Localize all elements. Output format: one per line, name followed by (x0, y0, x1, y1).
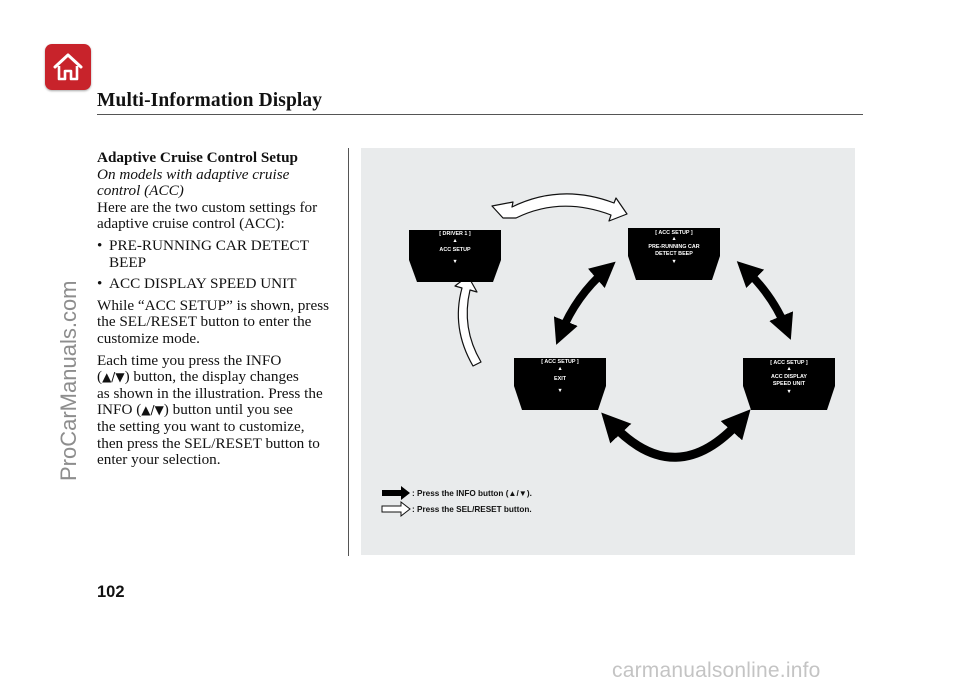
subheading: Adaptive Cruise Control Setup (97, 149, 298, 166)
screen-acc-display-speed-unit: [ ACC SETUP ] ▲ ACC DISPLAY SPEED UNIT ▼ (743, 358, 835, 410)
bullet-dot: • (97, 236, 103, 254)
paragraph-info-button: Each time you press the INFO (▲/▼) butto… (97, 351, 323, 469)
side-watermark: ProCarManuals.com (56, 280, 81, 481)
svg-text:SPEED UNIT: SPEED UNIT (773, 381, 806, 387)
svg-text:EXIT: EXIT (554, 376, 567, 382)
up-down-arrows-icon: ▲/▼ (102, 370, 125, 385)
home-icon (53, 53, 83, 81)
diagram-legend: : Press the INFO button (▲/▼). : Press t… (381, 486, 532, 518)
model-note: On models with adaptive cruise control (… (97, 165, 345, 200)
svg-text:▲: ▲ (452, 238, 457, 244)
page-number: 102 (97, 583, 125, 601)
svg-text:▲: ▲ (786, 366, 791, 372)
info-arrow-upper-right (736, 261, 794, 340)
svg-text:▼: ▼ (671, 259, 676, 265)
svg-text:ACC SETUP: ACC SETUP (439, 247, 471, 253)
bottom-watermark: carmanualsonline.info (612, 659, 821, 682)
model-note-line: control (ACC) (97, 182, 184, 200)
svg-text:DETECT BEEP: DETECT BEEP (655, 251, 693, 257)
bullet-item: • ACC DISPLAY SPEED UNIT (97, 275, 297, 293)
screen-exit: [ ACC SETUP ] ▲ EXIT ▼ (514, 358, 606, 410)
svg-text:[ ACC SETUP ]: [ ACC SETUP ] (655, 230, 693, 236)
up-down-arrows-icon: ▲/▼ (141, 403, 164, 418)
svg-text:PRE-RUNNING CAR: PRE-RUNNING CAR (648, 244, 699, 250)
svg-text:: Press the INFO button (▲/▼).: : Press the INFO button (▲/▼). (412, 489, 532, 498)
sel-reset-arrow-top (491, 193, 628, 222)
paragraph-acc-setup: While “ACC SETUP” is shown, press the SE… (97, 296, 330, 347)
column-divider (348, 148, 349, 556)
svg-text:ACC DISPLAY: ACC DISPLAY (771, 374, 807, 380)
svg-text:▼: ▼ (452, 259, 457, 265)
svg-text:[ DRIVER 1 ]: [ DRIVER 1 ] (439, 231, 471, 237)
screen-driver1: [ DRIVER 1 ] ▲ ACC SETUP ▼ (409, 230, 501, 282)
bullet-dot: • (97, 275, 103, 293)
svg-text:: Press the SEL/RESET button.: : Press the SEL/RESET button. (412, 505, 532, 514)
acc-setup-diagram: [ DRIVER 1 ] ▲ ACC SETUP ▼ [ ACC SETUP ]… (361, 148, 855, 555)
sel-reset-arrow-left (454, 275, 482, 367)
intro-paragraph: Here are the two custom settings for ada… (97, 198, 318, 233)
sel-reset-arrow-legend-icon (381, 500, 411, 518)
svg-text:[ ACC SETUP ]: [ ACC SETUP ] (770, 360, 808, 366)
svg-text:[ ACC SETUP ]: [ ACC SETUP ] (541, 359, 579, 365)
model-note-line: On models with adaptive cruise (97, 165, 290, 183)
header-rule (97, 114, 863, 115)
home-button[interactable] (45, 44, 91, 90)
svg-text:▲: ▲ (671, 236, 676, 242)
info-arrow-bottom (601, 409, 751, 462)
svg-text:▼: ▼ (557, 388, 562, 394)
screen-pre-running-car: [ ACC SETUP ] ▲ PRE-RUNNING CAR DETECT B… (628, 228, 720, 280)
text-column: Adaptive Cruise Control Setup On models … (97, 149, 345, 474)
section-title: Multi-Information Display (97, 90, 323, 111)
svg-text:▲: ▲ (557, 366, 562, 372)
info-arrow-legend-icon (382, 486, 410, 500)
svg-text:▼: ▼ (786, 389, 791, 395)
info-arrow-upper-left (553, 261, 616, 345)
